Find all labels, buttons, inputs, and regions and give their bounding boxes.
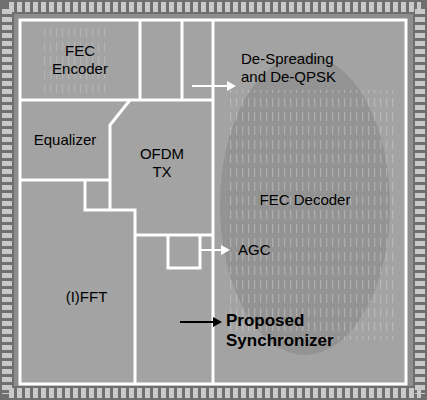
block-name: OFDM TX	[134, 145, 190, 181]
chip-block: FEC Decoder	[240, 150, 370, 250]
block-outlines	[20, 20, 406, 384]
bond-pads	[6, 2, 421, 12]
bond-pads	[2, 6, 12, 394]
decoder-texture	[225, 90, 395, 340]
chip-block: (I)FFT	[40, 212, 133, 382]
bond-pads	[6, 388, 421, 398]
block-name: Equalizer	[34, 131, 97, 149]
block-callout: AGC	[238, 241, 298, 259]
die-core	[20, 20, 406, 384]
leader-arrow	[180, 317, 222, 327]
block-callout-bold: Proposed Synchronizer	[226, 311, 366, 351]
leader-arrows	[192, 81, 236, 255]
chip-block: Equalizer	[22, 102, 108, 178]
block-name: FEC Encoder	[45, 42, 115, 78]
block-name: (I)FFT	[66, 288, 108, 306]
chip-block: OFDM TX	[113, 108, 211, 218]
chip-block: FEC Encoder	[30, 30, 130, 90]
die-core	[14, 14, 413, 386]
block-callout: De-Spreading and De-QPSK	[241, 50, 353, 86]
bond-pads	[415, 6, 425, 394]
block-name: FEC Decoder	[260, 191, 351, 209]
